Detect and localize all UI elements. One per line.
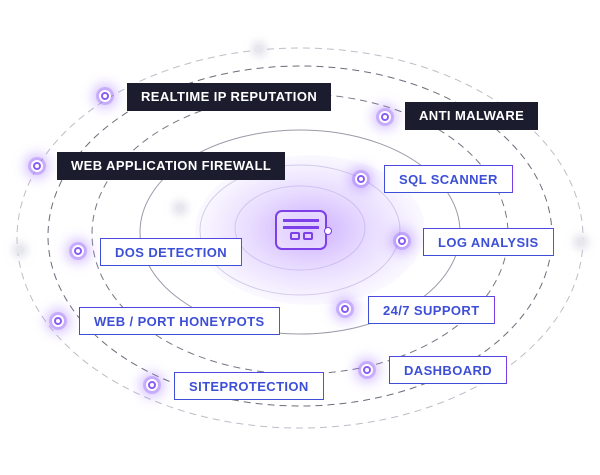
- feature-label-web-application-firewall: WEB APPLICATION FIREWALL: [57, 152, 286, 180]
- node-siteprotection: [146, 379, 158, 391]
- feature-label-dos-detection: DOS DETECTION: [100, 238, 243, 266]
- feature-label-realtime-ip-reputation: REALTIME IP REPUTATION: [127, 83, 332, 111]
- faint-node: [255, 45, 263, 53]
- node-realtime-ip-reputation: [99, 90, 111, 102]
- faint-node: [176, 204, 184, 212]
- feature-label-dashboard: DASHBOARD: [389, 356, 508, 384]
- feature-label-24-7-support: 24/7 SUPPORT: [368, 296, 495, 324]
- node-anti-malware: [379, 111, 391, 123]
- feature-label-log-analysis: LOG ANALYSIS: [423, 228, 554, 256]
- faint-node: [16, 246, 24, 254]
- feature-label-sql-scanner: SQL SCANNER: [384, 165, 513, 193]
- node-24-7-support: [339, 303, 351, 315]
- feature-label-web-port-honeypots: WEB / PORT HONEYPOTS: [79, 307, 280, 335]
- feature-label-siteprotection: SITEPROTECTION: [174, 372, 324, 400]
- cursor-dot-icon: [324, 227, 332, 235]
- faint-node: [577, 238, 585, 246]
- node-web-application-firewall: [31, 160, 43, 172]
- feature-label-anti-malware: ANTI MALWARE: [405, 102, 539, 130]
- firewall-shield-icon: [275, 210, 327, 250]
- node-dashboard: [361, 364, 373, 376]
- node-sql-scanner: [355, 173, 367, 185]
- node-dos-detection: [72, 245, 84, 257]
- node-web-port-honeypots: [52, 315, 64, 327]
- node-log-analysis: [396, 235, 408, 247]
